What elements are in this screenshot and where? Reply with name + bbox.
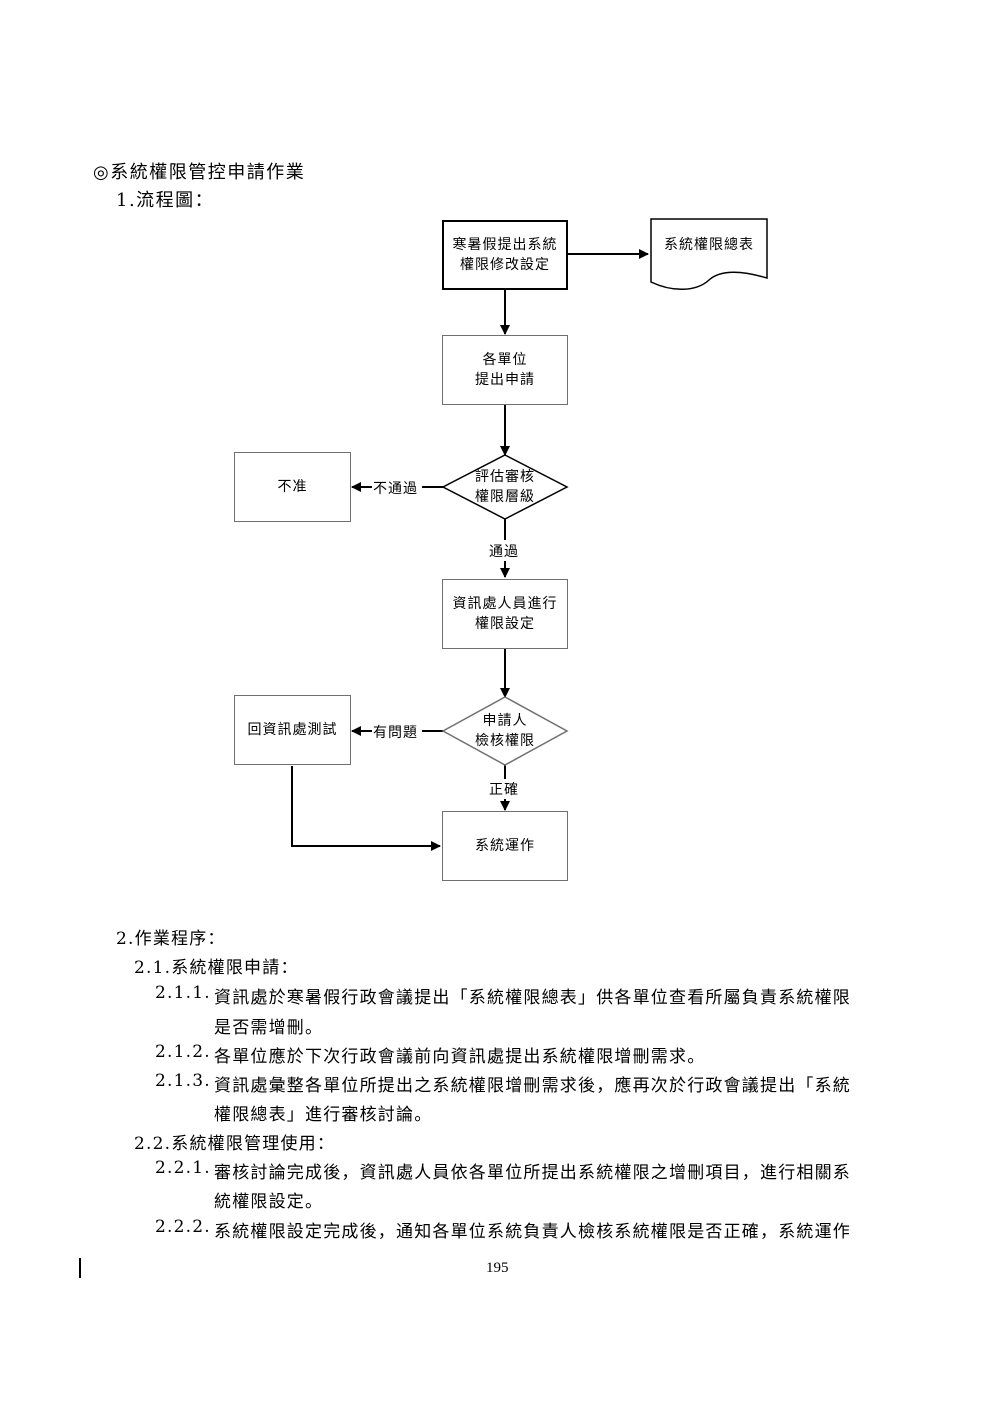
item-2-2-1-line-1: 審核討論完成後，資訊處人員依各單位所提出系統權限之增刪項目，進行相關系 xyxy=(214,1163,851,1183)
item-2-1-1-number: 2.1.1. xyxy=(155,983,211,1003)
setup-box-line-1: 資訊處人員進行 xyxy=(452,596,558,612)
flowchart-label: 1.流程圖： xyxy=(116,190,215,211)
document-shape xyxy=(650,218,768,290)
item-2-1-3-number: 2.1.3. xyxy=(155,1071,211,1091)
section-title: ◎系統權限管控申請作業 xyxy=(93,162,306,183)
evaluate-diamond-line-2: 權限層級 xyxy=(475,489,535,505)
operate-box: 系統運作 xyxy=(442,811,568,881)
reject-label: 不通過 xyxy=(373,478,418,498)
setup-box-line-2: 權限設定 xyxy=(475,616,535,632)
check-diamond-shape xyxy=(441,696,569,766)
section-2-2-title: 2.2.系統權限管理使用： xyxy=(134,1134,336,1154)
item-2-1-3-line-1: 資訊處彙整各單位所提出之系統權限增刪需求後，應再次於行政會議提出「系統 xyxy=(214,1076,851,1096)
correct-label: 正確 xyxy=(489,779,519,799)
operate-box-label: 系統運作 xyxy=(475,838,535,854)
reject-box: 不准 xyxy=(234,452,351,522)
retest-box: 回資訊處測試 xyxy=(234,695,351,765)
start-box-line-2: 權限修改設定 xyxy=(460,257,550,273)
evaluate-diamond-shape xyxy=(441,454,569,520)
apply-box-line-2: 提出申請 xyxy=(475,372,535,388)
pass-label: 通過 xyxy=(489,541,519,561)
check-diamond-line-1: 申請人 xyxy=(482,713,528,729)
item-2-2-1-number: 2.2.1. xyxy=(155,1158,211,1178)
document-box: 系統權限總表 xyxy=(651,232,767,258)
check-diamond: 申請人 檢核權限 xyxy=(455,710,555,752)
item-2-2-1-line-2: 統權限設定。 xyxy=(214,1192,324,1212)
arrow-retest-to-operate xyxy=(291,766,441,851)
procedure-title: 2.作業程序： xyxy=(116,929,226,949)
check-diamond-line-2: 檢核權限 xyxy=(475,733,535,749)
evaluate-diamond-line-1: 評估審核 xyxy=(475,469,535,485)
reject-box-label: 不准 xyxy=(277,479,308,495)
item-2-1-1-line-2: 是否需增刪。 xyxy=(214,1018,324,1038)
apply-box-line-1: 各單位 xyxy=(482,352,528,368)
page-number: 195 xyxy=(486,1260,509,1276)
item-2-2-2-line-1: 系統權限設定完成後，通知各單位系統負責人檢核系統權限是否正確，系統運作 xyxy=(214,1222,851,1242)
evaluate-diamond: 評估審核 權限層級 xyxy=(455,466,555,508)
item-2-1-2-line-1: 各單位應於下次行政會議前向資訊處提出系統權限增刪需求。 xyxy=(214,1047,706,1067)
start-box: 寒暑假提出系統 權限修改設定 xyxy=(442,220,568,290)
setup-box: 資訊處人員進行 權限設定 xyxy=(442,579,568,649)
document-box-label: 系統權限總表 xyxy=(664,237,754,253)
item-2-2-2-number: 2.2.2. xyxy=(155,1217,211,1237)
item-2-1-3-line-2: 權限總表」進行審核討論。 xyxy=(214,1105,433,1125)
retest-box-label: 回資訊處測試 xyxy=(247,722,338,738)
start-box-line-1: 寒暑假提出系統 xyxy=(452,237,558,253)
problem-label: 有問題 xyxy=(373,722,418,742)
item-2-1-1-line-1: 資訊處於寒暑假行政會議提出「系統權限總表」供各單位查看所屬負責系統權限 xyxy=(214,988,851,1008)
section-2-1-title: 2.1.系統權限申請： xyxy=(134,958,299,978)
item-2-1-2-number: 2.1.2. xyxy=(155,1042,211,1062)
change-bar xyxy=(79,1258,81,1278)
apply-box: 各單位 提出申請 xyxy=(442,335,568,405)
